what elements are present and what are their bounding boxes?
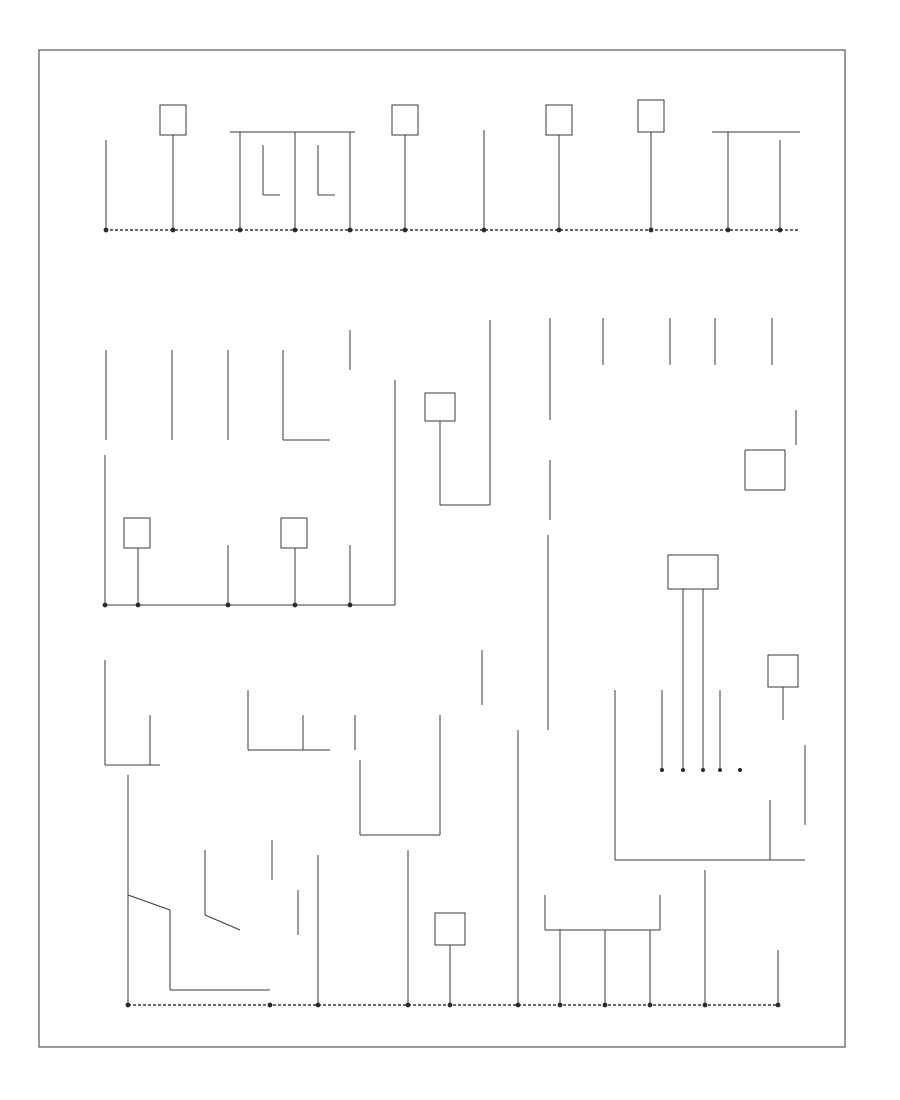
row-4-circuits xyxy=(104,650,806,861)
row-1-circuits xyxy=(103,99,800,233)
row-2-circuits xyxy=(105,318,797,605)
row-3-circuits xyxy=(102,455,719,770)
row-5-circuits xyxy=(125,730,781,1008)
diagram-border xyxy=(38,49,846,1048)
component-box xyxy=(159,104,187,136)
